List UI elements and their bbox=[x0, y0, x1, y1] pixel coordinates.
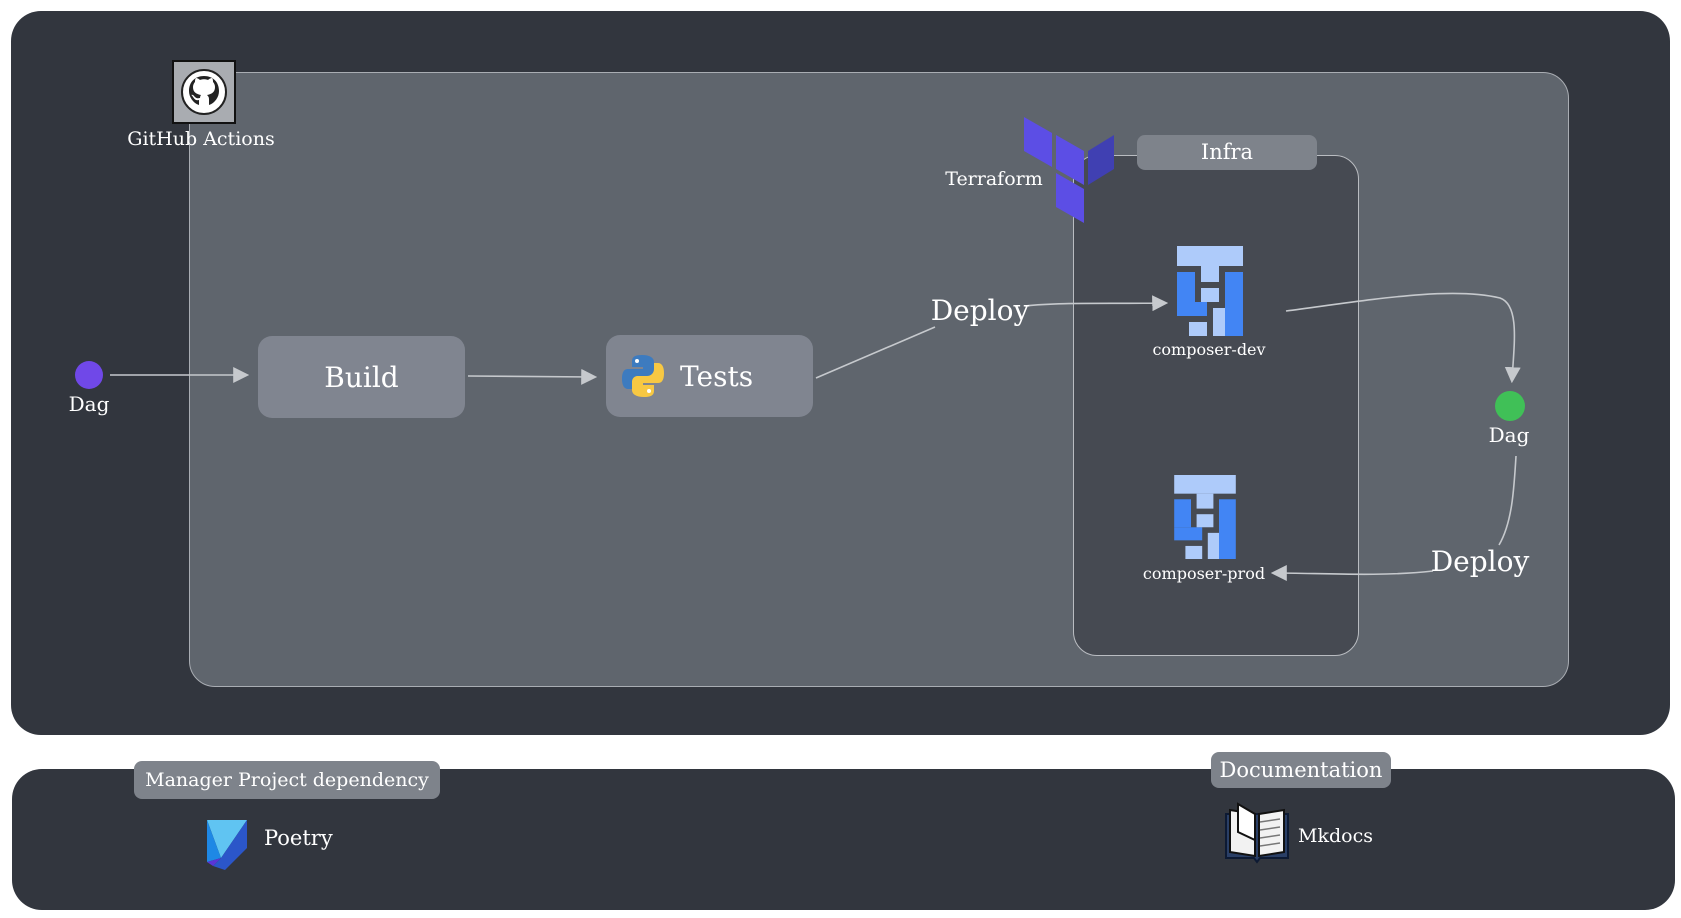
start-dag-dot bbox=[75, 361, 103, 389]
arrow-tests-to-deploy bbox=[815, 326, 936, 379]
arrow-composer-dev-to-dag bbox=[1285, 292, 1521, 384]
documentation-label: Documentation bbox=[1211, 752, 1391, 788]
python-icon bbox=[620, 353, 666, 399]
arrow-dag-to-deploy bbox=[1498, 455, 1517, 546]
tests-node: Tests bbox=[606, 335, 813, 417]
dependency-manager-label: Manager Project dependency bbox=[134, 761, 440, 799]
build-node: Build bbox=[258, 336, 465, 418]
composer-prod-icon bbox=[1174, 475, 1236, 559]
mkdocs-label: Mkdocs bbox=[1298, 825, 1373, 847]
composer-dev-label: composer-dev bbox=[1152, 340, 1266, 359]
book-icon bbox=[1224, 800, 1290, 864]
poetry-label: Poetry bbox=[264, 826, 333, 850]
composer-prod-label: composer-prod bbox=[1142, 564, 1266, 583]
arrow-deploy-to-composer-prod bbox=[1270, 565, 1434, 582]
end-dag-dot bbox=[1495, 391, 1525, 421]
poetry-icon bbox=[205, 818, 249, 870]
terraform-icon bbox=[1020, 113, 1115, 223]
composer-dev-icon bbox=[1177, 246, 1243, 336]
start-dag-label: Dag bbox=[68, 392, 110, 416]
infra-container bbox=[1073, 155, 1359, 656]
end-dag-label: Dag bbox=[1488, 423, 1530, 447]
github-actions-label: GitHub Actions bbox=[127, 128, 275, 150]
terraform-label: Terraform bbox=[945, 168, 1043, 190]
tests-label: Tests bbox=[680, 359, 754, 393]
deploy-dev-label: Deploy bbox=[930, 294, 1030, 327]
infra-label: Infra bbox=[1137, 135, 1317, 170]
arrow-build-to-tests bbox=[467, 368, 598, 385]
arrow-deploy-to-composer-dev bbox=[1024, 295, 1169, 312]
deploy-prod-label: Deploy bbox=[1430, 545, 1530, 578]
github-icon bbox=[172, 60, 236, 124]
